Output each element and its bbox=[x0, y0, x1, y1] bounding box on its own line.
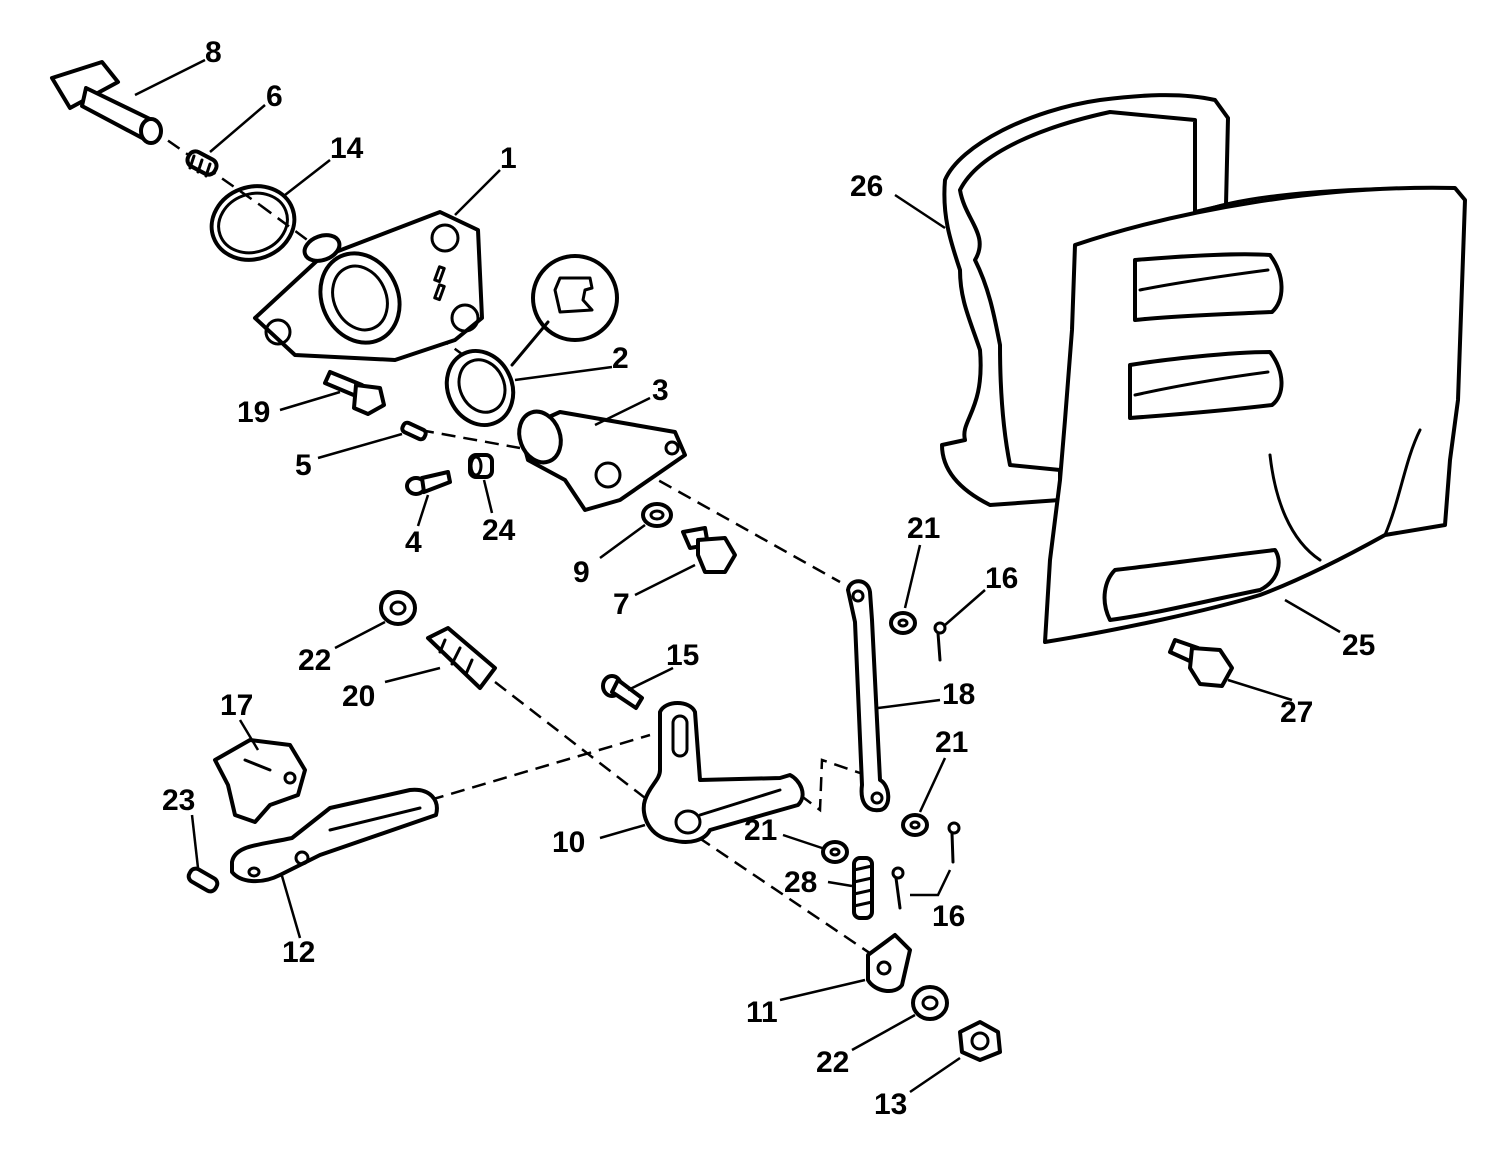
callout-26: 26 bbox=[850, 170, 883, 203]
callout-18: 18 bbox=[942, 678, 975, 711]
callout-8: 8 bbox=[205, 36, 222, 69]
part-3-shaft-lever bbox=[517, 409, 687, 512]
part-14-o-ring bbox=[209, 184, 297, 262]
part-22-spacers bbox=[379, 590, 949, 1021]
leader-lines bbox=[134, 58, 1341, 1094]
callout-22a: 22 bbox=[298, 644, 331, 677]
callout-3: 3 bbox=[652, 374, 669, 407]
part-9-washer bbox=[641, 502, 673, 528]
callout-5: 5 bbox=[295, 449, 312, 482]
callout-17: 17 bbox=[220, 689, 253, 722]
callout-21c: 21 bbox=[744, 814, 777, 847]
callout-19: 19 bbox=[237, 396, 270, 429]
part-10-bellcrank bbox=[641, 701, 805, 844]
part-15-bolt bbox=[601, 674, 644, 710]
callout-12: 12 bbox=[282, 936, 315, 969]
callout-27: 27 bbox=[1280, 696, 1313, 729]
part-11-bracket bbox=[866, 933, 912, 993]
callout-16a: 16 bbox=[985, 562, 1018, 595]
callout-15: 15 bbox=[666, 639, 699, 672]
part-2-seal bbox=[444, 349, 516, 427]
part-6-spring bbox=[185, 149, 219, 178]
callout-21b: 21 bbox=[935, 726, 968, 759]
part-5-pin bbox=[400, 420, 428, 442]
callout-24: 24 bbox=[482, 514, 516, 547]
callout-2: 2 bbox=[612, 342, 629, 375]
part-8-handle-shaft bbox=[50, 60, 163, 145]
part-28-spring bbox=[852, 856, 874, 920]
callout-20: 20 bbox=[342, 680, 375, 713]
callout-10: 10 bbox=[552, 826, 585, 859]
part-12-throttle-arm bbox=[230, 787, 439, 884]
part-17-clip bbox=[213, 738, 307, 824]
part-27-bolt bbox=[1168, 638, 1234, 688]
callout-14: 14 bbox=[330, 132, 364, 165]
seal-detail-inset bbox=[510, 254, 619, 367]
callout-1: 1 bbox=[500, 142, 517, 175]
callout-25: 25 bbox=[1342, 629, 1375, 662]
callout-22b: 22 bbox=[816, 1046, 849, 1079]
part-4-bolt bbox=[405, 470, 452, 496]
callout-21a: 21 bbox=[907, 512, 940, 545]
callout-13: 13 bbox=[874, 1088, 907, 1121]
part-16-cotter-pins bbox=[891, 621, 961, 910]
part-1-housing bbox=[253, 210, 484, 362]
part-7-bolt bbox=[681, 526, 737, 574]
callout-28: 28 bbox=[784, 866, 817, 899]
part-25-cover bbox=[1043, 185, 1467, 644]
callout-6: 6 bbox=[266, 80, 283, 113]
part-20-stud bbox=[426, 626, 497, 690]
part-13-nut bbox=[958, 1020, 1002, 1062]
callout-23: 23 bbox=[162, 784, 195, 817]
callout-4: 4 bbox=[405, 526, 422, 559]
part-26-gasket bbox=[940, 93, 1230, 507]
callout-7: 7 bbox=[613, 588, 630, 621]
callout-16b: 16 bbox=[932, 900, 965, 933]
part-23-pin bbox=[186, 866, 220, 894]
callout-9: 9 bbox=[573, 556, 590, 589]
part-21-washers bbox=[821, 611, 929, 864]
callout-numbers: 8 6 14 1 2 3 19 5 4 24 9 7 22 20 15 21 1… bbox=[162, 36, 1375, 1121]
callout-11: 11 bbox=[746, 996, 778, 1029]
part-18-link-rod bbox=[846, 579, 891, 813]
part-24-bushing bbox=[468, 453, 494, 479]
part-19-screw bbox=[323, 370, 386, 416]
